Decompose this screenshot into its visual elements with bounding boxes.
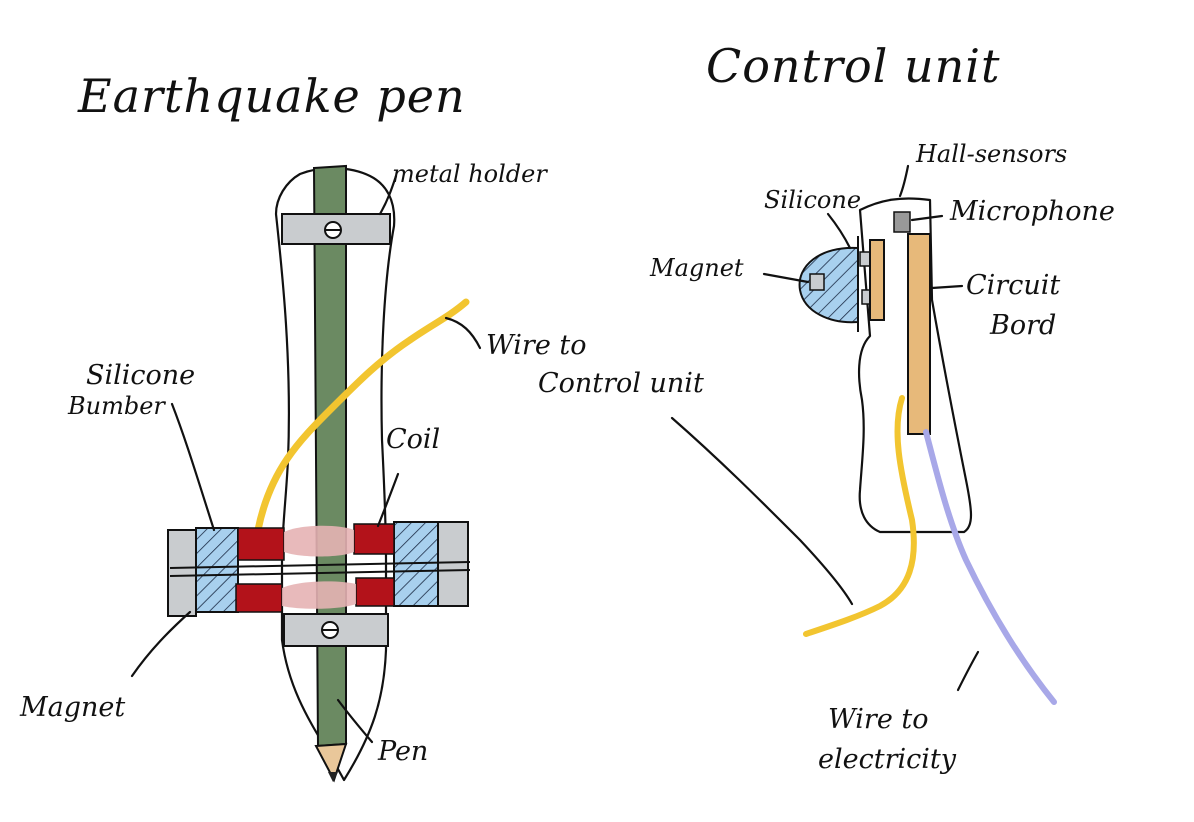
- label-circuit-line1: Circuit: [966, 270, 1060, 301]
- coil-right-top: [353, 523, 395, 555]
- magnet-right-block: [437, 521, 469, 607]
- silicone-dome: [798, 246, 859, 324]
- magnet-small: [809, 273, 825, 291]
- control-unit-diagram: [670, 164, 1057, 705]
- label-magnet-left: Magnet: [19, 692, 125, 723]
- pen-body: [312, 164, 347, 748]
- label-silicone-right: Silicone: [764, 186, 861, 214]
- leader-silicone: [170, 402, 216, 532]
- label-hall-sensors: Hall-sensors: [915, 140, 1067, 168]
- leader-silicone-right: [826, 212, 852, 250]
- circuit-board-1: [869, 239, 885, 321]
- leader-pen: [336, 698, 374, 744]
- label-bord-line2: Bord: [989, 310, 1056, 341]
- coil-right-bottom: [355, 577, 395, 607]
- leader-electricity: [956, 650, 980, 692]
- silicone-bumper-left: [195, 527, 239, 613]
- pen-point: [328, 772, 338, 782]
- pen-tip: [314, 742, 348, 783]
- coil-left-top: [237, 527, 285, 561]
- leader-magnet: [130, 610, 192, 678]
- leader-microphone: [910, 214, 944, 222]
- earthquake-pen-diagram: [130, 164, 482, 783]
- title-earthquake-pen: Earthquake pen: [77, 69, 466, 123]
- leader-hall-sensors: [898, 164, 910, 198]
- magnet-left-block: [167, 529, 197, 617]
- label-microphone: Microphone: [949, 196, 1115, 227]
- leader-circuit-bord: [930, 284, 964, 290]
- coil-winding-top: [284, 525, 354, 557]
- microphone-box: [893, 211, 911, 233]
- control-housing-outline: [857, 197, 973, 534]
- coil-winding-bottom: [282, 581, 356, 609]
- wire-yellow-right: [803, 395, 917, 637]
- label-wire-to-line2: Control unit: [538, 368, 704, 399]
- label-metal-holder: metal holder: [392, 160, 548, 188]
- circuit-board-2: [907, 233, 931, 435]
- label-silicone-line1: Silicone: [86, 360, 195, 391]
- title-control-unit: Control unit: [706, 39, 1000, 93]
- label-pen: Pen: [377, 736, 428, 767]
- leader-wire-control: [444, 316, 482, 350]
- label-electricity-line2: electricity: [818, 744, 957, 775]
- coil-left-bottom: [235, 583, 283, 613]
- label-magnet-right: Magnet: [649, 254, 744, 282]
- wire-blue-right: [923, 429, 1057, 705]
- leader-metal-holder: [378, 174, 398, 216]
- hall-sensor-1: [859, 251, 871, 267]
- label-wire-to-line1: Wire to: [486, 330, 587, 361]
- leader-coil: [376, 472, 400, 528]
- leader-wire-control-long: [670, 416, 854, 606]
- label-bumber-line2: Bumber: [67, 392, 166, 420]
- leader-magnet-right: [762, 272, 810, 284]
- label-coil: Coil: [386, 424, 440, 455]
- pen-housing-outline: [274, 167, 396, 782]
- wire-yellow-left: [254, 298, 470, 534]
- label-electricity-line1: Wire to: [828, 704, 929, 735]
